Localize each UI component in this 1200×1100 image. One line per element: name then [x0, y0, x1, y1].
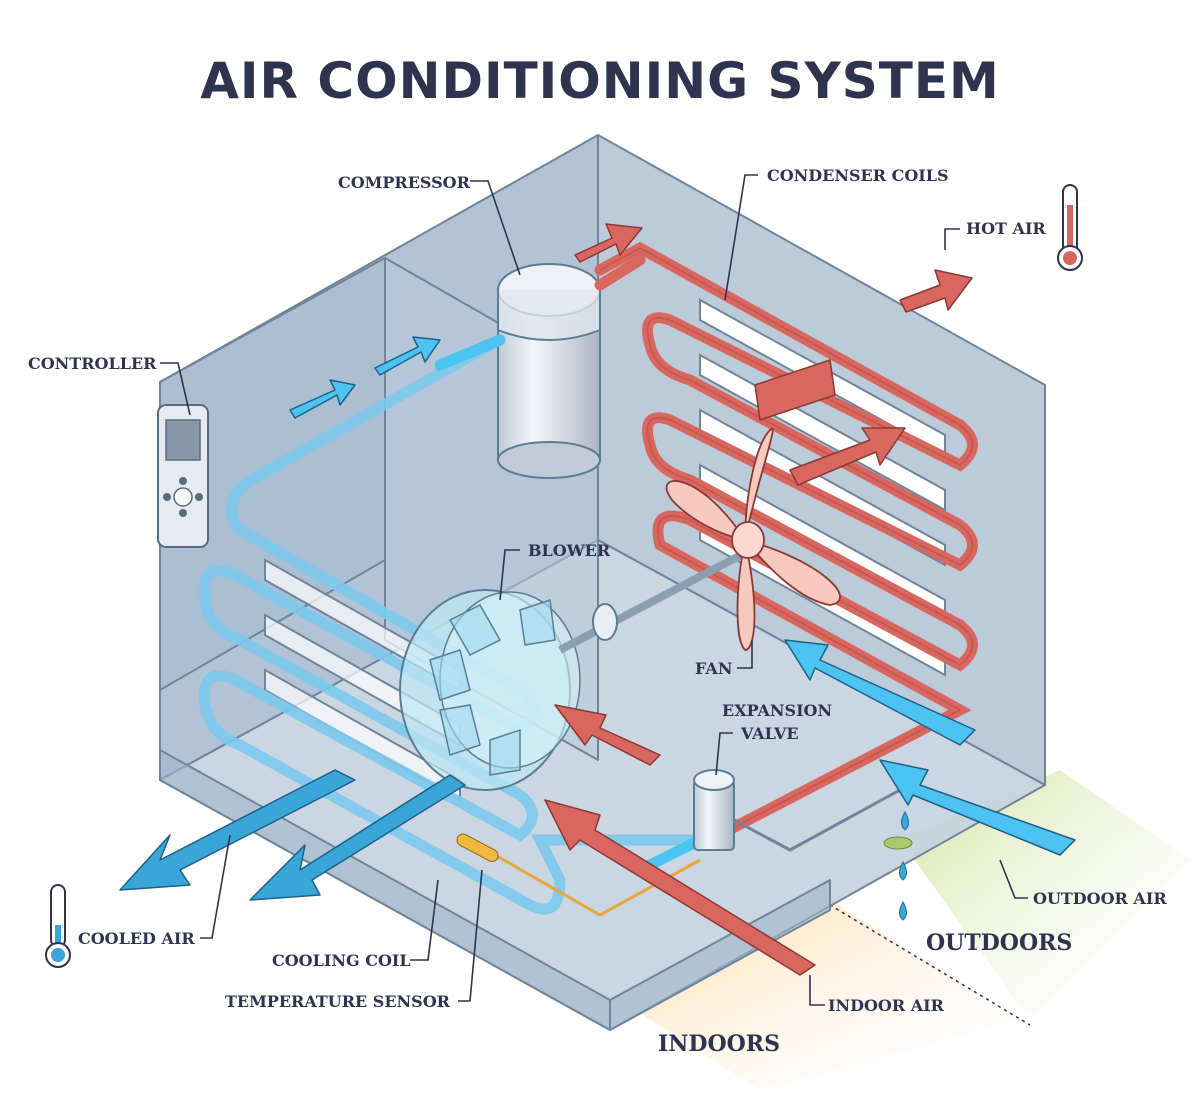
expansion-valve	[693, 769, 901, 852]
label-outdoor-air: OUTDOOR AIR	[1033, 889, 1167, 908]
condenser-coils-outline	[599, 247, 974, 846]
cold-air-arrows	[119, 336, 1076, 901]
label-valve: VALVE	[740, 724, 799, 743]
cooled-air-arrow-1	[119, 769, 356, 891]
outdoor-ground	[900, 770, 1190, 1020]
label-expansion: EXPANSION	[722, 701, 832, 720]
hot-air-arrow-1	[574, 223, 643, 263]
indoor-ground	[620, 900, 1020, 1090]
outdoor-air-arrow-2	[879, 759, 1076, 856]
zone-indoors: INDOORS	[658, 1031, 780, 1057]
label-blower: BLOWER	[528, 541, 611, 560]
label-cooled-air: COOLED AIR	[78, 929, 195, 948]
hot-air-arrow-2	[899, 269, 973, 313]
hot-air-arrow-4	[789, 427, 906, 486]
water-drops	[883, 811, 913, 921]
label-temperature-sensor: TEMPERATURE SENSOR	[225, 992, 451, 1011]
hot-air-arrow-3	[754, 359, 836, 421]
label-indoor-air: INDOOR AIR	[828, 996, 945, 1015]
label-controller: CONTROLLER	[28, 354, 157, 373]
label-cooling-coil: COOLING COIL	[272, 951, 411, 970]
zone-outdoors: OUTDOORS	[926, 930, 1072, 956]
label-condenser-coils: CONDENSER COILS	[767, 166, 949, 185]
diagram-title: AIR CONDITIONING SYSTEM	[200, 52, 1000, 110]
condenser-coils	[594, 241, 978, 851]
return-air-arrow	[554, 704, 661, 766]
thermometer-hot-icon	[1057, 184, 1083, 271]
blower	[399, 541, 762, 791]
fan	[665, 427, 841, 651]
hot-air-arrows	[544, 223, 973, 976]
discharge-pipe	[594, 254, 646, 291]
suction-pipe	[434, 334, 506, 371]
cooled-air-arrow-2	[249, 774, 466, 901]
controller-remote	[157, 404, 209, 548]
thermometer-cold-icon	[45, 884, 71, 968]
indoor-air-arrow	[544, 799, 816, 976]
label-fan: FAN	[695, 659, 732, 678]
leader-lines	[160, 174, 1028, 1006]
outdoor-air-arrow-1	[784, 639, 976, 746]
arrow-small-2	[374, 336, 441, 376]
compressor	[497, 263, 601, 479]
arrow-small-1	[289, 379, 356, 419]
label-compressor: COMPRESSOR	[338, 173, 471, 192]
label-hot-air: HOT AIR	[966, 219, 1046, 238]
